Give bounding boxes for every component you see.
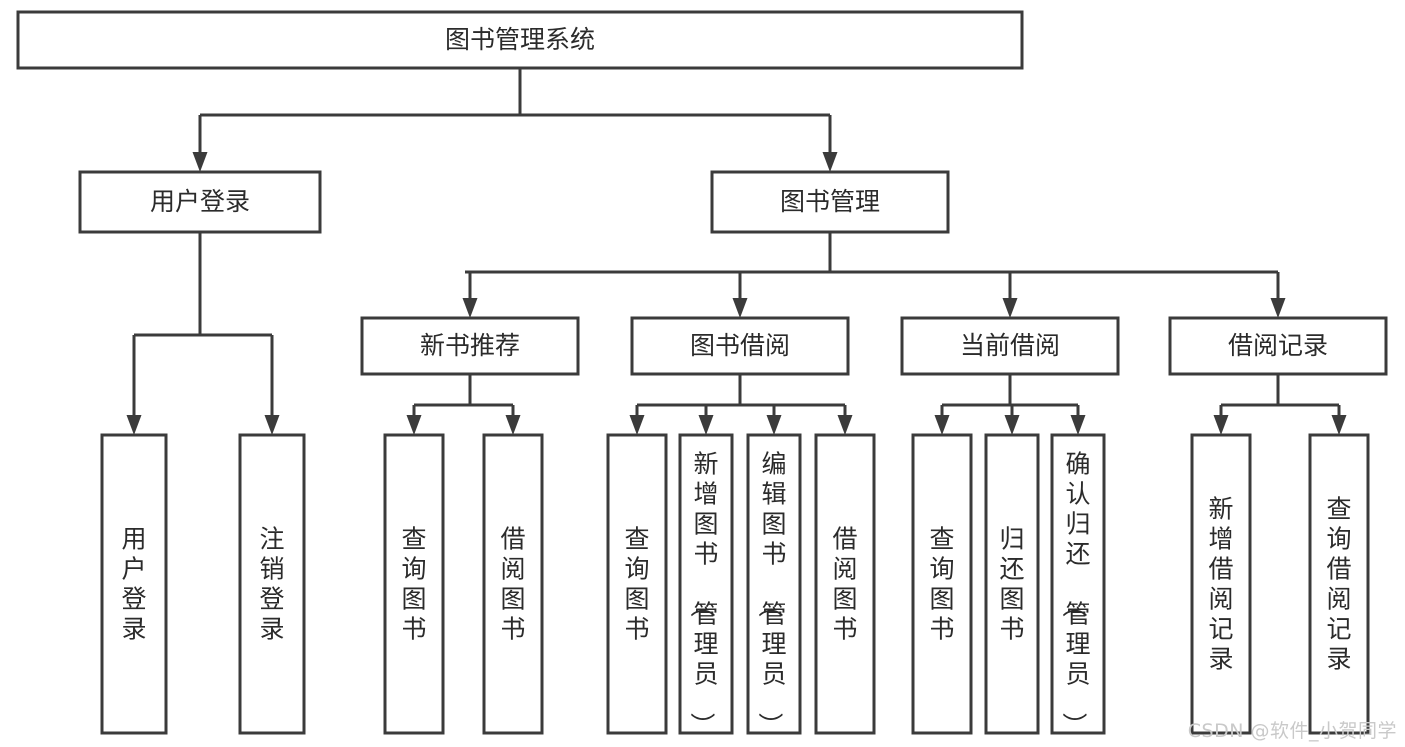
node-box-leaf-query-book-bor	[606, 433, 668, 735]
arrow-head-leaf-user-login	[126, 415, 142, 435]
node-box-current-borrow	[900, 316, 1120, 376]
arrow-head-leaf-query-book-rec	[406, 415, 422, 435]
node-label-book-borrow: 图书借阅	[690, 331, 790, 360]
node-label-leaf-edit-book: 编辑图书（管理员）	[755, 449, 786, 737]
node-borrow-record[interactable]: 借阅记录	[1168, 316, 1388, 376]
arrow-head-leaf-query-record	[1331, 415, 1347, 435]
node-box-leaf-borrow-book-bor	[814, 433, 876, 735]
node-box-book-manage	[710, 170, 950, 234]
node-leaf-query-record[interactable]: 查询借阅记录	[1308, 433, 1370, 735]
node-box-leaf-user-login	[100, 433, 168, 735]
node-leaf-query-book-cur[interactable]: 查询图书	[911, 433, 973, 735]
node-leaf-user-login[interactable]: 用户登录	[100, 433, 168, 735]
arrow-head-user-login	[192, 152, 208, 172]
node-label-leaf-confirm-return: 确认归还（管理员）	[1059, 449, 1090, 737]
node-label-leaf-query-book-cur: 查询图书	[929, 524, 954, 643]
arrow-head-leaf-return-book	[1004, 415, 1020, 435]
node-label-leaf-query-record: 查询借阅记录	[1326, 494, 1351, 673]
node-leaf-query-book-rec[interactable]: 查询图书	[383, 433, 445, 735]
arrow-head-leaf-borrow-book-rec	[505, 415, 521, 435]
node-user-login[interactable]: 用户登录	[78, 170, 322, 234]
arrow-head-leaf-add-book	[698, 415, 714, 435]
arrow-head-leaf-edit-book	[766, 415, 782, 435]
arrow-head-leaf-query-book-bor	[629, 415, 645, 435]
node-box-leaf-add-record	[1190, 433, 1252, 735]
node-current-borrow[interactable]: 当前借阅	[900, 316, 1120, 376]
node-box-leaf-add-book	[678, 433, 734, 735]
node-label-leaf-return-book: 归还图书	[999, 524, 1024, 643]
node-box-book-borrow	[630, 316, 850, 376]
node-box-leaf-confirm-return	[1050, 433, 1106, 735]
node-box-leaf-user-logout	[238, 433, 306, 735]
node-label-new-book-rec: 新书推荐	[420, 331, 520, 360]
node-box-leaf-query-book-rec	[383, 433, 445, 735]
node-leaf-user-logout[interactable]: 注销登录	[238, 433, 306, 735]
node-label-leaf-borrow-book-rec: 借阅图书	[500, 524, 525, 643]
arrow-head-new-book-rec	[462, 298, 478, 318]
node-box-root	[16, 10, 1024, 70]
node-leaf-add-record[interactable]: 新增借阅记录	[1190, 433, 1252, 735]
node-box-user-login	[78, 170, 322, 234]
node-label-leaf-borrow-book-bor: 借阅图书	[832, 524, 857, 643]
node-label-leaf-user-login: 用户登录	[121, 524, 146, 643]
node-label-current-borrow: 当前借阅	[960, 331, 1060, 360]
node-leaf-add-book[interactable]: 新增图书（管理员）	[678, 433, 734, 737]
node-label-root: 图书管理系统	[445, 25, 595, 54]
node-leaf-query-book-bor[interactable]: 查询图书	[606, 433, 668, 735]
node-box-leaf-edit-book	[746, 433, 802, 735]
node-label-leaf-query-book-rec: 查询图书	[401, 524, 426, 643]
node-leaf-return-book[interactable]: 归还图书	[984, 433, 1040, 735]
node-box-new-book-rec	[360, 316, 580, 376]
node-leaf-borrow-book-bor[interactable]: 借阅图书	[814, 433, 876, 735]
node-box-leaf-query-record	[1308, 433, 1370, 735]
node-leaf-borrow-book-rec[interactable]: 借阅图书	[482, 433, 544, 735]
connector-layer	[126, 68, 1347, 435]
node-box-leaf-borrow-book-rec	[482, 433, 544, 735]
node-label-leaf-add-record: 新增借阅记录	[1208, 494, 1233, 673]
arrow-head-leaf-add-record	[1213, 415, 1229, 435]
node-leaf-edit-book[interactable]: 编辑图书（管理员）	[746, 433, 802, 737]
node-layer: 图书管理系统用户登录图书管理新书推荐图书借阅当前借阅借阅记录用户登录注销登录查询…	[16, 10, 1388, 737]
arrow-head-book-borrow	[732, 298, 748, 318]
node-box-leaf-return-book	[984, 433, 1040, 735]
node-label-borrow-record: 借阅记录	[1228, 331, 1328, 360]
node-label-leaf-query-book-bor: 查询图书	[624, 524, 649, 643]
node-new-book-rec[interactable]: 新书推荐	[360, 316, 580, 376]
node-book-borrow[interactable]: 图书借阅	[630, 316, 850, 376]
node-book-manage[interactable]: 图书管理	[710, 170, 950, 234]
arrow-head-current-borrow	[1002, 298, 1018, 318]
arrow-head-leaf-query-book-cur	[934, 415, 950, 435]
node-label-book-manage: 图书管理	[780, 187, 880, 216]
node-box-leaf-query-book-cur	[911, 433, 973, 735]
node-label-leaf-add-book: 新增图书（管理员）	[687, 449, 718, 737]
arrow-head-borrow-record	[1270, 298, 1286, 318]
arrow-head-leaf-borrow-book-bor	[837, 415, 853, 435]
arrow-head-leaf-user-logout	[264, 415, 280, 435]
node-leaf-confirm-return[interactable]: 确认归还（管理员）	[1050, 433, 1106, 737]
node-box-borrow-record	[1168, 316, 1388, 376]
node-label-user-login: 用户登录	[150, 187, 250, 216]
node-label-leaf-user-logout: 注销登录	[259, 524, 284, 643]
arrow-head-book-manage	[822, 152, 838, 172]
arrow-head-leaf-confirm-return	[1070, 415, 1086, 435]
node-root[interactable]: 图书管理系统	[16, 10, 1024, 70]
